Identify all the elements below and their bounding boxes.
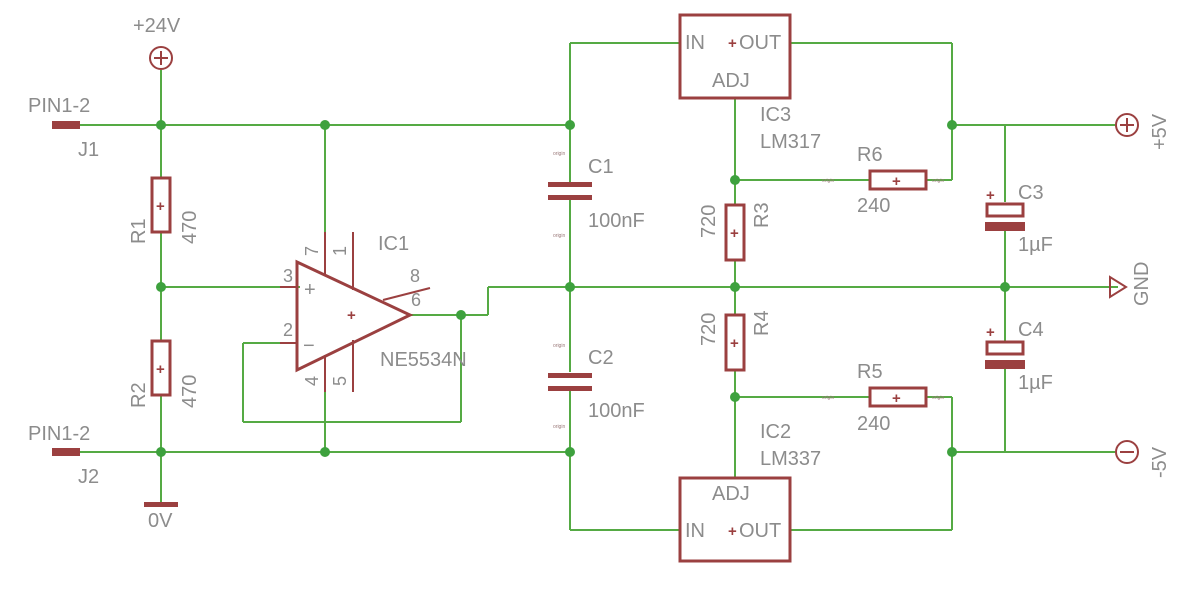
svg-text:+: +	[347, 307, 356, 324]
supply-24v-symbol: +24V	[133, 15, 181, 70]
resistor-r6-name: R6	[857, 144, 883, 166]
supply-plus5v-symbol: +5V	[1115, 113, 1171, 150]
opamp-in-plus: +	[304, 279, 316, 301]
svg-text:+: +	[892, 173, 901, 190]
svg-text:origin: origin	[932, 395, 944, 401]
junction-dots	[156, 120, 1010, 457]
resistor-r3-value: 720	[698, 205, 720, 238]
capacitor-c2-value: 100nF	[588, 400, 645, 422]
ic3-out-label: OUT	[739, 32, 781, 54]
wires	[80, 42, 1118, 531]
capacitor-c3-value: 1µF	[1018, 234, 1053, 256]
svg-text:+: +	[892, 390, 901, 407]
resistor-r5-value: 240	[857, 413, 890, 435]
svg-text:origin: origin	[553, 151, 565, 157]
resistor-r4-name: R4	[751, 310, 773, 336]
opamp-pin4: 4	[302, 376, 322, 386]
opamp-pin8: 8	[410, 266, 420, 286]
opamp-ic1: + − + 3 2 8 6 7 1 4 5 IC1 NE5534N	[280, 232, 467, 392]
resistor-r3-name: R3	[751, 202, 773, 228]
svg-text:origin: origin	[553, 424, 565, 430]
ic2-in-label: IN	[685, 520, 705, 542]
ic3-name: IC3	[760, 104, 791, 126]
opamp-pin2: 2	[283, 320, 293, 340]
capacitor-c2: origin origin C2 100nF	[548, 343, 645, 430]
supply-minus5v-symbol: -5V	[1115, 440, 1171, 478]
connector-j2-value: PIN1-2	[28, 423, 90, 445]
opamp-value: NE5534N	[380, 349, 467, 371]
resistor-r3: + 720 R3	[698, 202, 773, 262]
ic2-name: IC2	[760, 421, 791, 443]
connector-j2: PIN1-2 J2	[28, 423, 99, 488]
resistor-r6: + R6 240	[857, 144, 928, 217]
capacitor-c3-name: C3	[1018, 182, 1044, 204]
svg-text:+: +	[728, 523, 737, 540]
opamp-pin6: 6	[411, 290, 421, 310]
resistor-r4-value: 720	[698, 313, 720, 346]
gnd-label: GND	[1131, 262, 1153, 306]
ic2-value: LM337	[760, 448, 821, 470]
regulator-ic2: ADJ IN + OUT IC2 LM337	[678, 421, 821, 563]
svg-text:origin: origin	[822, 178, 834, 184]
svg-text:origin: origin	[932, 178, 944, 184]
svg-text:+: +	[730, 335, 739, 352]
svg-text:+: +	[728, 35, 737, 52]
ic3-adj-label: ADJ	[712, 70, 750, 92]
capacitor-c1-name: C1	[588, 156, 614, 178]
connector-j1-value: PIN1-2	[28, 95, 90, 117]
capacitor-c2-name: C2	[588, 347, 614, 369]
svg-text:origin: origin	[553, 343, 565, 349]
svg-text:origin: origin	[553, 233, 565, 239]
opamp-pin5: 5	[330, 376, 350, 386]
supply-plus5v-label: +5V	[1149, 113, 1171, 150]
svg-text:+: +	[730, 225, 739, 242]
capacitor-c4: + C4 1µF	[985, 319, 1053, 394]
resistor-r5: + R5 240	[857, 361, 928, 435]
svg-text:+: +	[156, 361, 165, 378]
opamp-name: IC1	[378, 233, 409, 255]
capacitor-c3: + C3 1µF	[985, 182, 1053, 256]
resistor-r5-name: R5	[857, 361, 883, 383]
capacitor-c1-value: 100nF	[588, 210, 645, 232]
supply-minus5v-label: -5V	[1149, 446, 1171, 478]
ic2-adj-label: ADJ	[712, 483, 750, 505]
svg-text:origin: origin	[822, 395, 834, 401]
opamp-pin1: 1	[330, 246, 350, 256]
resistor-r2-value: 470	[179, 375, 201, 408]
resistor-r6-value: 240	[857, 195, 890, 217]
capacitor-c4-value: 1µF	[1018, 372, 1053, 394]
supply-24v-label: +24V	[133, 15, 181, 37]
capacitor-c4-name: C4	[1018, 319, 1044, 341]
ic3-in-label: IN	[685, 32, 705, 54]
opamp-pin3: 3	[283, 266, 293, 286]
ground-0v-symbol: 0V	[144, 502, 178, 532]
svg-text:+: +	[986, 187, 995, 204]
svg-text:+: +	[156, 198, 165, 215]
resistor-r1-name: R1	[128, 218, 150, 244]
origin-markers: origin origin origin origin	[822, 178, 944, 401]
resistor-r2-name: R2	[128, 382, 150, 408]
opamp-in-minus: −	[303, 335, 315, 357]
ic2-out-label: OUT	[739, 520, 781, 542]
resistor-r1: + R1 470	[128, 176, 201, 244]
connector-j1: PIN1-2 J1	[28, 95, 99, 161]
connector-j2-name: J2	[78, 466, 99, 488]
connector-j1-name: J1	[78, 139, 99, 161]
regulator-ic3: IN + OUT ADJ IC3 LM317	[678, 13, 821, 153]
resistor-r4: + 720 R4	[698, 310, 773, 372]
ground-0v-label: 0V	[148, 510, 173, 532]
gnd-symbol: GND	[1109, 262, 1153, 306]
svg-text:+: +	[986, 324, 995, 341]
opamp-pin7: 7	[302, 246, 322, 256]
capacitor-c1: origin origin C1 100nF	[548, 151, 645, 239]
ic3-value: LM317	[760, 131, 821, 153]
resistor-r2: + R2 470	[128, 339, 201, 408]
resistor-r1-value: 470	[179, 211, 201, 244]
